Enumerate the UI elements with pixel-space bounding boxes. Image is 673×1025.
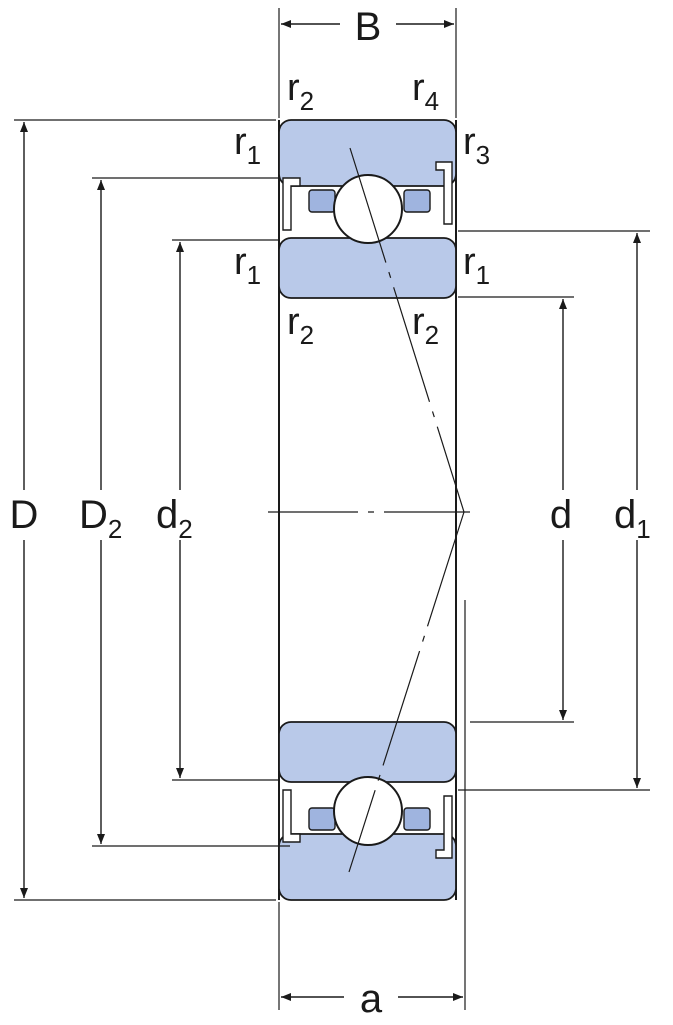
label-r-inner-left: r1: [234, 241, 261, 290]
contact-line-bottom: [348, 511, 465, 873]
dimension-a: [278, 600, 466, 1010]
inner-ring-top: [278, 237, 457, 299]
ball-top: [333, 174, 403, 244]
label-d: d: [550, 493, 572, 537]
label-r-inner-right: r1: [463, 241, 490, 290]
label-r-top-right: r4: [412, 67, 439, 116]
label-B: B: [355, 5, 382, 49]
label-d2: d2: [156, 493, 193, 544]
label-r-bottom-right: r2: [412, 301, 439, 350]
cage-bottom-right: [403, 807, 431, 831]
label-r-outer-right: r3: [463, 121, 490, 170]
top-section: [278, 119, 457, 299]
seal-bottom-right: [435, 795, 453, 859]
cage-top-left: [308, 189, 336, 213]
label-r-bottom-left: r2: [287, 301, 314, 350]
cage-bottom-left: [308, 807, 336, 831]
label-D: D: [10, 493, 39, 537]
bottom-section: [278, 721, 457, 901]
label-D2: D2: [79, 493, 122, 544]
contact-line-top: [349, 147, 465, 513]
label-r-outer-left: r1: [234, 121, 261, 170]
seal-top-right: [435, 161, 453, 225]
left-extension-lines: [14, 119, 290, 901]
seal-top-left: [282, 177, 301, 231]
seal-bottom-left: [282, 789, 301, 843]
label-a: a: [360, 977, 383, 1021]
cage-top-right: [403, 189, 431, 213]
inner-ring-bottom: [278, 721, 457, 783]
label-d1: d1: [614, 493, 651, 544]
dimension-B: [278, 8, 457, 118]
label-r-top-left: r2: [287, 67, 314, 116]
right-extension-lines: [458, 230, 650, 791]
